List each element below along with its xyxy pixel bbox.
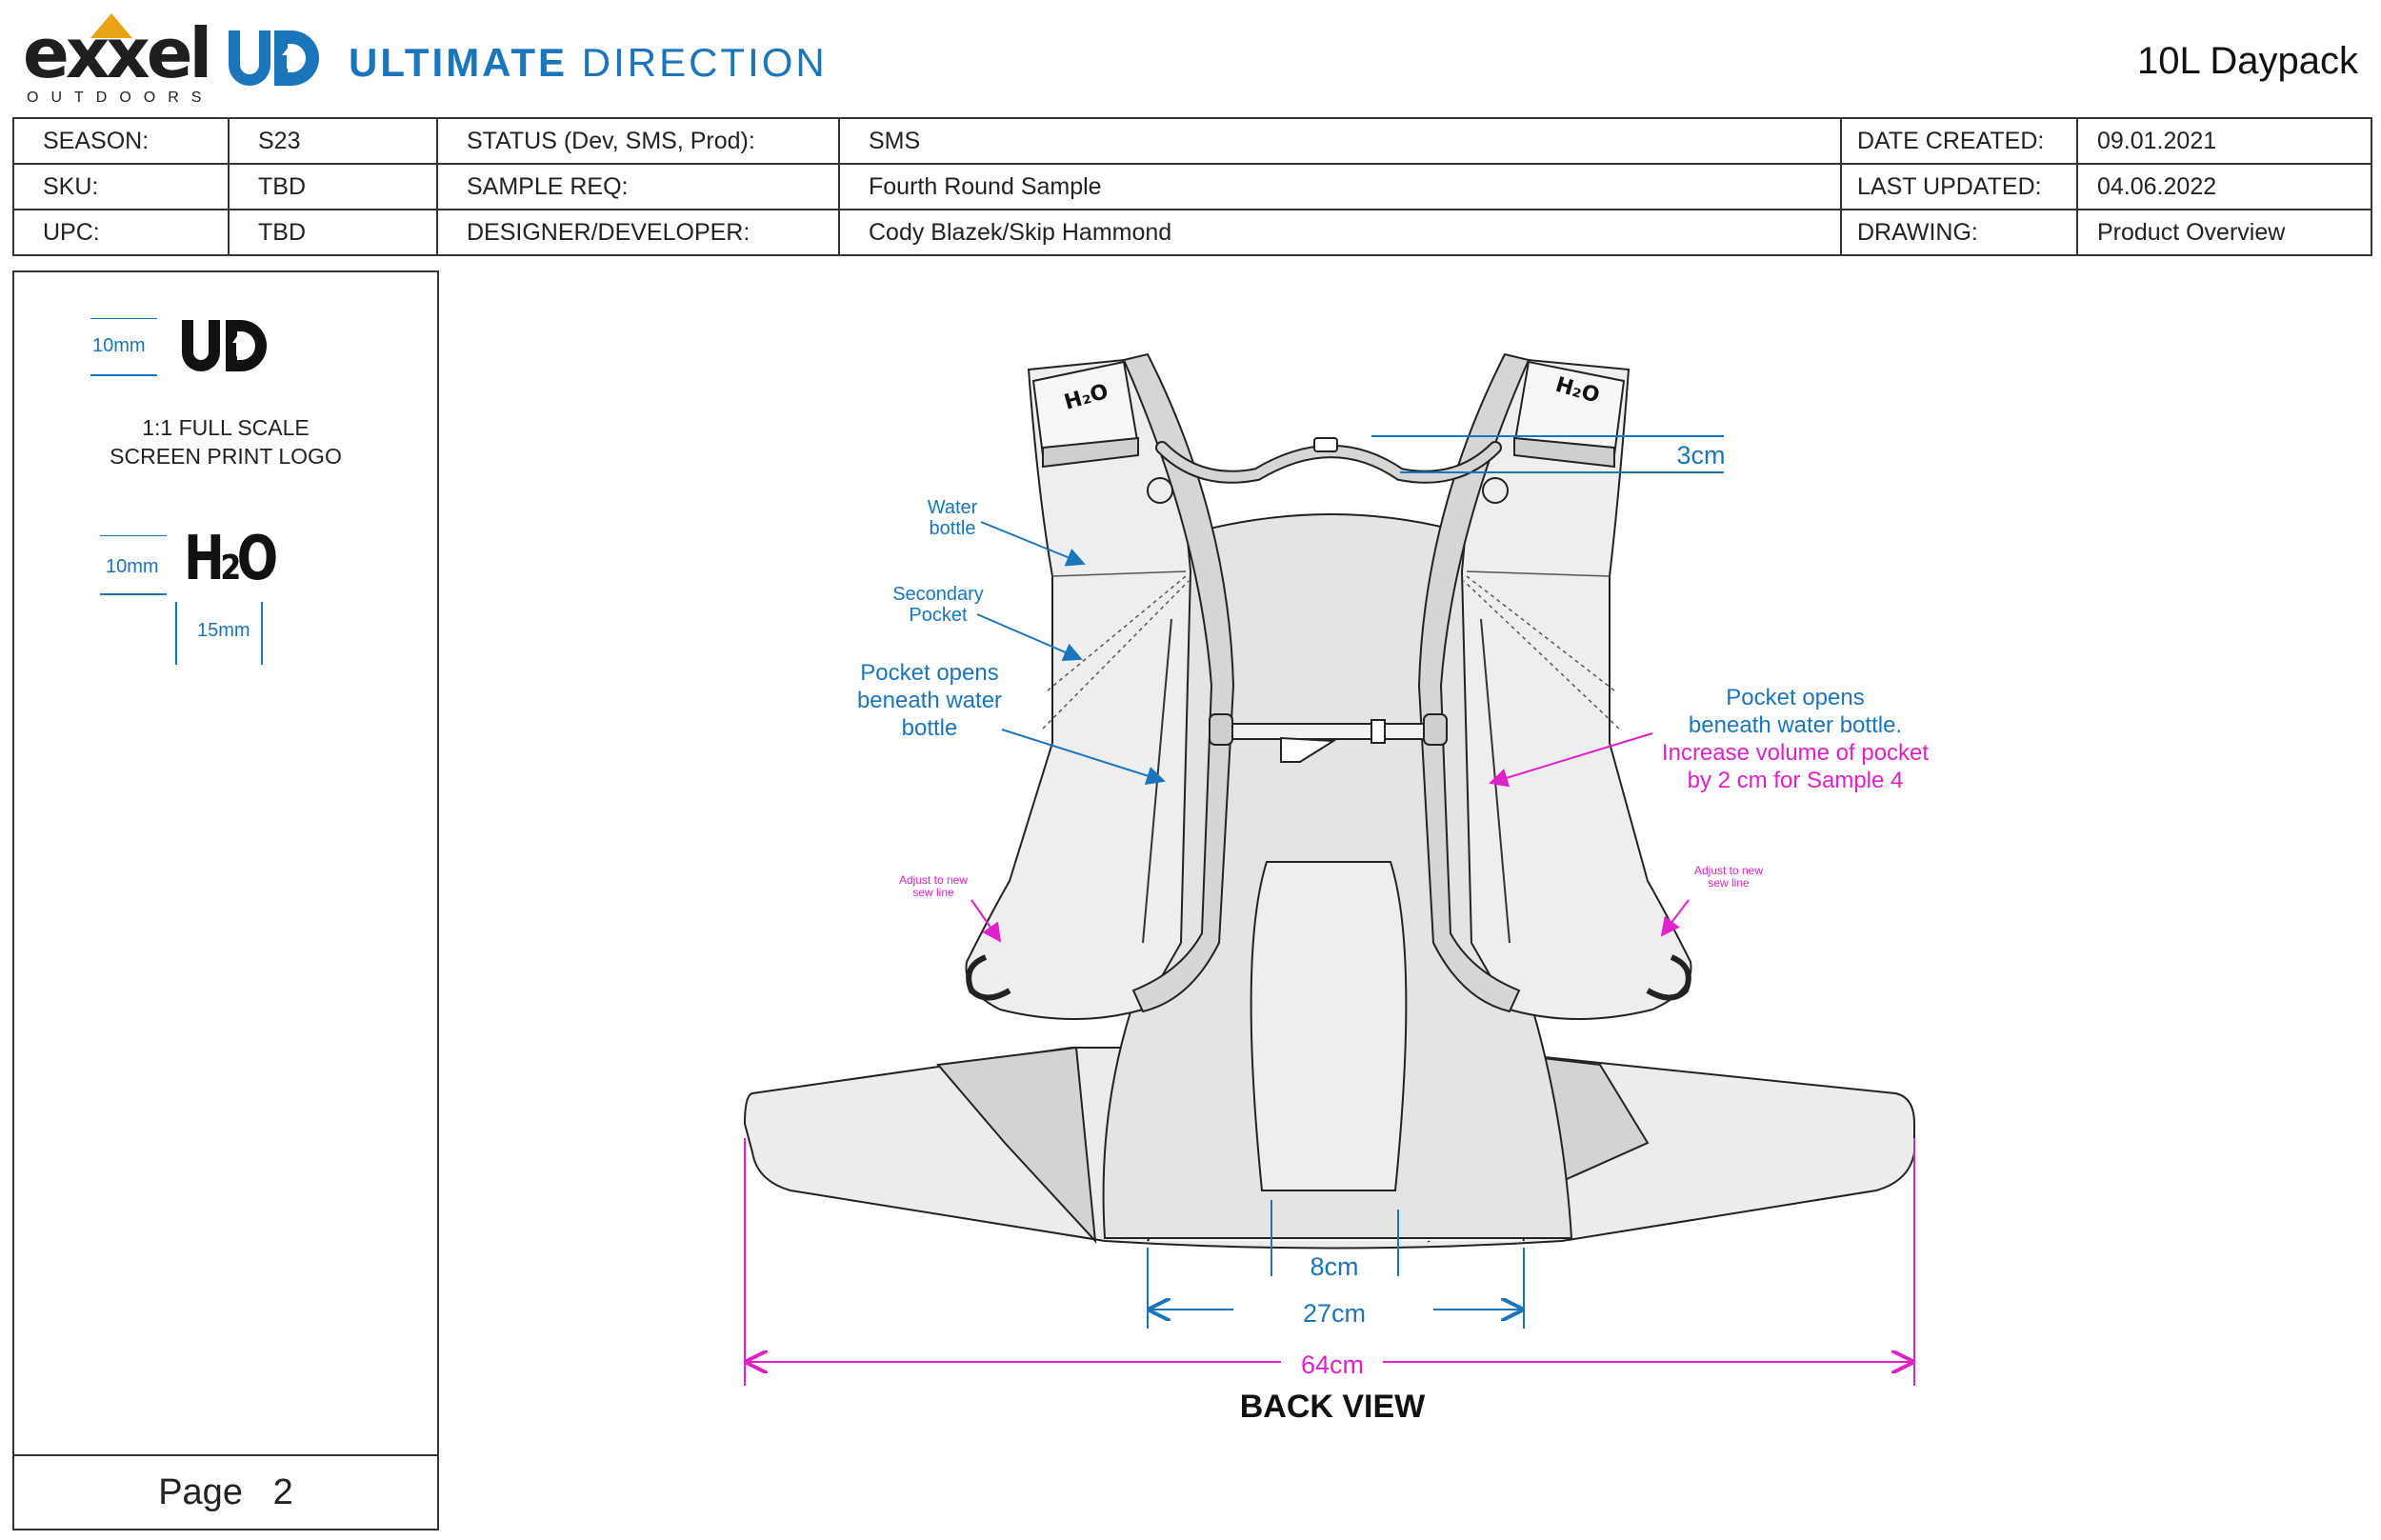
scale-note-line-2: SCREEN PRINT LOGO	[110, 444, 342, 469]
annotation-line: Adjust to new	[1693, 864, 1764, 877]
lower-loops	[966, 954, 1691, 1001]
annotation-line: beneath water bottle.	[1688, 712, 1903, 738]
backpack-back-view-drawing: H₂O H₂O 3cm 8cm 27cm 64cm	[743, 352, 1915, 1386]
last-updated-label: LAST UPDATED:	[1840, 163, 2078, 210]
h2o-width-dim-label: 15mm	[197, 620, 250, 641]
pocket-opens-left-annotation: Pocket opens beneath water bottle	[834, 659, 1025, 742]
table-row: SEASON: S23 STATUS (Dev, SMS, Prod): SMS…	[12, 117, 2372, 165]
h2o-dimension-lines	[100, 535, 263, 665]
sample-req-value: Fourth Round Sample	[838, 163, 1842, 210]
status-label: STATUS (Dev, SMS, Prod):	[436, 117, 840, 165]
annotation-line: Pocket	[909, 605, 968, 626]
ud-word-ultimate: ULTIMATE	[349, 40, 569, 85]
date-created-value: 09.01.2021	[2076, 117, 2372, 165]
ud-logo-icon	[229, 30, 319, 86]
view-title: BACK VIEW	[1239, 1389, 1426, 1425]
annotation-line: Increase volume of pocket	[1661, 740, 1930, 766]
dim-3cm-label: 3cm	[1676, 441, 1725, 470]
header: exxel OUTDOORS ULTIMATE DIRECTION 10L Da…	[0, 0, 2381, 114]
sample-req-label: SAMPLE REQ:	[436, 163, 840, 210]
ultimate-direction-wordmark: ULTIMATE DIRECTION	[349, 40, 828, 86]
sku-value: TBD	[228, 163, 438, 210]
season-value: S23	[228, 117, 438, 165]
dim-8cm-label: 8cm	[1310, 1252, 1358, 1281]
spec-info-table: SEASON: S23 STATUS (Dev, SMS, Prod): SMS…	[12, 117, 2372, 256]
page-number: 2	[272, 1472, 293, 1512]
table-row: UPC: TBD DESIGNER/DEVELOPER: Cody Blazek…	[12, 209, 2372, 256]
annotation-line: Pocket opens	[1726, 685, 1865, 710]
drawing-value: Product Overview	[2076, 209, 2372, 256]
scale-note-line-1: 1:1 FULL SCALE	[142, 415, 310, 440]
exxel-logo: exxel	[23, 13, 212, 93]
pocket-opens-right-annotation: Pocket opens beneath water bottle. Incre…	[1619, 684, 1971, 794]
table-row: SKU: TBD SAMPLE REQ: Fourth Round Sample…	[12, 163, 2372, 210]
last-updated-value: 04.06.2022	[2076, 163, 2372, 210]
drawing-label: DRAWING:	[1840, 209, 2078, 256]
annotation-line: by 2 cm for Sample 4	[1687, 768, 1904, 793]
season-label: SEASON:	[12, 117, 230, 165]
page-label: Page	[158, 1472, 243, 1512]
left-side-panel	[965, 358, 1192, 1020]
status-value: SMS	[838, 117, 1842, 165]
logo-dim-label: 10mm	[92, 335, 146, 356]
annotation-line: Secondary	[892, 584, 984, 605]
exxel-mountain-icon	[90, 13, 132, 38]
dim-8cm	[1271, 1200, 1399, 1276]
dim-27cm-label: 27cm	[1303, 1299, 1366, 1328]
water-bottle-annotation: Water bottle	[895, 497, 1010, 539]
designer-label: DESIGNER/DEVELOPER:	[436, 209, 840, 256]
shoulder-straps	[1122, 352, 1531, 1013]
dim-3cm	[1371, 435, 1724, 473]
annotation-line: Pocket opens	[860, 660, 999, 686]
adjust-left-arrow	[970, 899, 1002, 943]
pocket-opens-left-arrow	[1001, 729, 1166, 786]
product-title: 10L Daypack	[2137, 40, 2358, 82]
annotation-line: bottle	[929, 518, 976, 539]
annotation-line: beneath water	[856, 688, 1003, 713]
annotation-line: Adjust to new	[898, 873, 969, 887]
annotation-line: bottle	[901, 715, 958, 741]
adjust-left-annotation: Adjust to new sew line	[876, 874, 990, 899]
exxel-outdoors-text: OUTDOORS	[27, 90, 214, 106]
sku-label: SKU:	[12, 163, 230, 210]
secondary-pocket-annotation: Secondary Pocket	[871, 584, 1005, 626]
water-bottle-arrow	[980, 521, 1086, 567]
h2o-screenprint-logo: H₂O	[184, 524, 278, 594]
sternum-strap	[1209, 713, 1448, 763]
designer-value: Cody Blazek/Skip Hammond	[838, 209, 1842, 256]
secondary-pocket-arrow	[976, 613, 1083, 662]
date-created-label: DATE CREATED:	[1840, 117, 2078, 165]
upc-value: TBD	[228, 209, 438, 256]
h2o-height-dim-label: 10mm	[106, 556, 159, 577]
dim-64cm-label: 64cm	[1301, 1350, 1364, 1379]
ud-word-direction: DIRECTION	[581, 40, 828, 85]
dim-64cm	[744, 1138, 1915, 1386]
adjust-right-arrow	[1660, 899, 1690, 937]
pocket-opens-right-arrow	[1489, 732, 1653, 788]
logo-dimension-lines	[90, 318, 157, 376]
logo-spec-panel: 10mm 1:1 FULL SCALE SCREEN PRINT LOGO 10…	[12, 270, 439, 1530]
adjust-right-annotation: Adjust to new sew line	[1671, 865, 1786, 890]
ud-screenprint-logo-icon	[182, 320, 267, 371]
page-indicator: Page 2	[14, 1454, 437, 1529]
annotation-line: sew line	[1708, 876, 1750, 890]
dim-27cm	[1147, 1248, 1525, 1329]
upc-label: UPC:	[12, 209, 230, 256]
right-side-panel	[1460, 358, 1692, 1020]
annotation-line: sew line	[912, 886, 954, 899]
annotation-line: Water	[927, 497, 978, 518]
